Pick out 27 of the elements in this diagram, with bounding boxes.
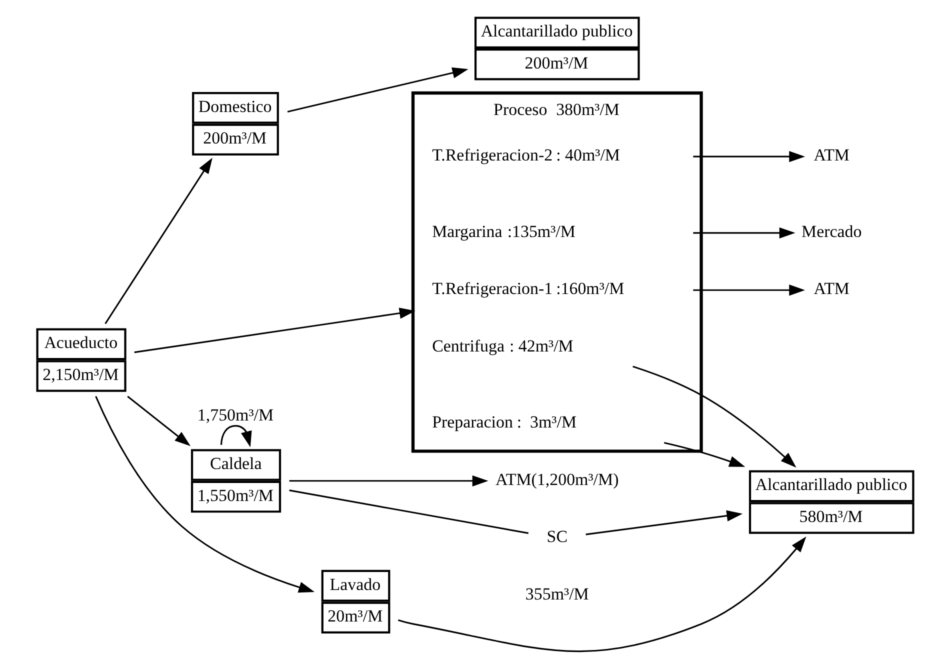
arrow bbox=[127, 396, 191, 446]
arrow bbox=[693, 227, 796, 238]
arrow bbox=[220, 424, 252, 448]
node-text: ATM(1,200m³/M) bbox=[496, 470, 619, 489]
arrow bbox=[104, 158, 212, 324]
arrow bbox=[289, 475, 488, 486]
arrow bbox=[287, 67, 468, 113]
arrow bbox=[664, 442, 746, 467]
edge-label: 1,750m³/M bbox=[197, 405, 274, 424]
node-text: T.Refrigeracion-1 :160m³/M bbox=[432, 279, 624, 298]
arrow bbox=[693, 284, 806, 296]
connector bbox=[289, 490, 529, 534]
arrow bbox=[398, 536, 806, 652]
node-text: T.Refrigeracion-2 : 40m³/M bbox=[432, 146, 620, 165]
arrow bbox=[134, 308, 416, 354]
node-text: Mercado bbox=[802, 222, 862, 241]
node-text: ATM bbox=[814, 146, 850, 165]
arrow bbox=[95, 396, 315, 593]
node-label: 355m³/M bbox=[525, 584, 589, 604]
node-text: Margarina :135m³/M bbox=[432, 222, 576, 241]
arrow bbox=[632, 366, 796, 468]
node-text: Centrifuga : 42m³/M bbox=[432, 336, 574, 356]
node-text: SC bbox=[546, 527, 568, 546]
arrow bbox=[693, 151, 806, 162]
node-text: ATM bbox=[814, 279, 850, 298]
node-text: Preparacion : 3m³/M bbox=[432, 412, 577, 432]
arrow bbox=[586, 510, 743, 536]
